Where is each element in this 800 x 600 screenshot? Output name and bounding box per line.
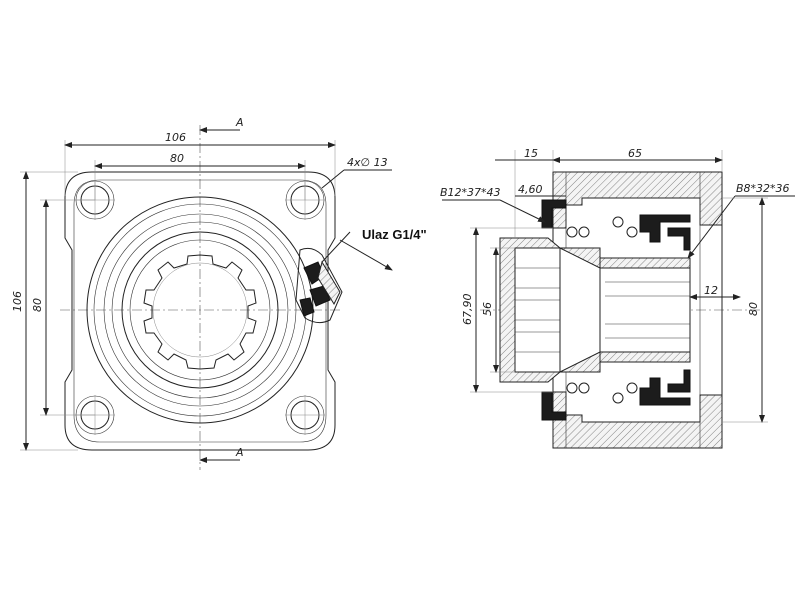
dim-body-length: 65 — [628, 147, 642, 160]
hub-ring-5 — [129, 239, 271, 381]
flange-inner-edge — [73, 179, 327, 443]
dim-height-right: 80 — [747, 302, 760, 316]
bore-splines — [515, 248, 690, 372]
dim-diameter-outer: 67,90 — [461, 294, 474, 326]
inlet-port — [295, 247, 343, 324]
section-view: 15 65 4,60 B12*37*43 B8*32*36 67,90 56 1… — [440, 147, 795, 449]
dim-bore-right: 12 — [704, 284, 718, 297]
shaft-bore — [514, 247, 691, 373]
port-label: Ulaz G1/4" — [362, 227, 427, 242]
seal-right-bottom — [639, 377, 691, 406]
dim-step: 4,60 — [518, 183, 543, 196]
dim-overall-width: 106 — [165, 131, 186, 144]
dim-bolt-spacing-h: 80 — [170, 152, 184, 165]
section-mark-top: A — [235, 116, 244, 129]
dim-bolt-spacing-v: 80 — [31, 298, 44, 312]
dim-overall-height: 106 — [11, 291, 24, 312]
housing-top — [552, 171, 723, 229]
hub-ring-2 — [103, 213, 297, 407]
seal-left-label: B12*37*43 — [440, 186, 501, 199]
port-leader — [321, 231, 351, 263]
section-mark-bottom: A — [235, 446, 244, 459]
dim-flange-thickness: 15 — [524, 147, 538, 160]
bearing-balls — [566, 216, 638, 404]
holes-note: 4x∅ 13 — [347, 156, 388, 169]
dim-diameter-inner: 56 — [481, 302, 494, 316]
hub-ring-3 — [111, 221, 289, 399]
splined-bore — [143, 254, 257, 370]
front-view: 106 80 4x∅ 13 Ulaz G1/4" 106 80 A A — [11, 116, 427, 470]
seal-right-top — [639, 214, 691, 243]
hub-ring-4 — [121, 231, 279, 389]
bolt-hole-bottom-right — [285, 395, 325, 435]
housing-bottom — [552, 391, 723, 449]
holes-leader — [321, 169, 345, 189]
seal-right-label: B8*32*36 — [736, 182, 790, 195]
